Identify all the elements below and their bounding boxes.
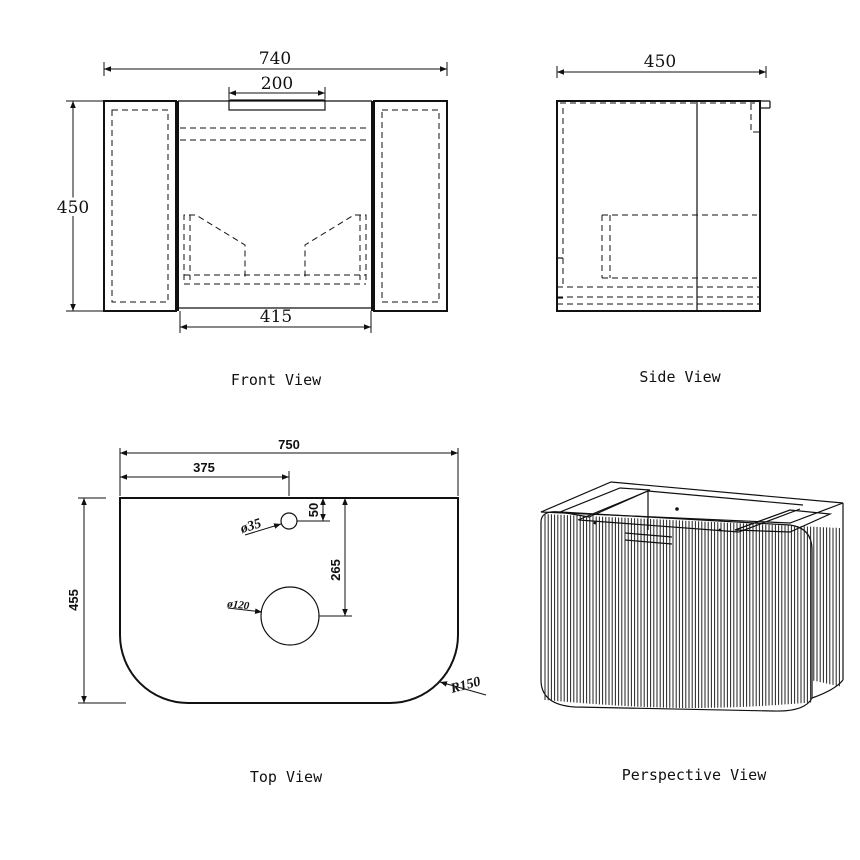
edge-offset-label: 50 <box>306 503 321 517</box>
front-view-caption: Front View <box>231 371 322 389</box>
side-view-caption: Side View <box>639 368 721 386</box>
corner-radius-label: R150 <box>448 675 482 698</box>
front-width-label: 740 <box>259 49 291 69</box>
front-height-label: 450 <box>57 198 89 218</box>
fluted-panel <box>544 514 840 708</box>
top-offset-label: 375 <box>193 460 215 475</box>
drain-offset-label: 265 <box>328 559 343 581</box>
side-view: 450 Side View <box>556 52 771 386</box>
top-width-label: 750 <box>278 437 300 452</box>
perspective-view: Perspective View <box>540 481 844 784</box>
side-depth-label: 450 <box>644 52 676 72</box>
top-depth-label: 455 <box>66 589 81 611</box>
front-handle-label: 200 <box>261 74 293 94</box>
top-view-caption: Top View <box>250 768 323 786</box>
top-view: 750 375 455 ø35 50 ø120 265 R150 Top Vie… <box>66 437 487 786</box>
front-inner-label: 415 <box>260 307 292 327</box>
tap-hole-label: ø35 <box>238 516 263 537</box>
drain-hole-label: ø120 <box>226 598 251 612</box>
perspective-view-caption: Perspective View <box>622 766 767 784</box>
front-view: 740 200 450 415 Fr <box>54 49 448 389</box>
